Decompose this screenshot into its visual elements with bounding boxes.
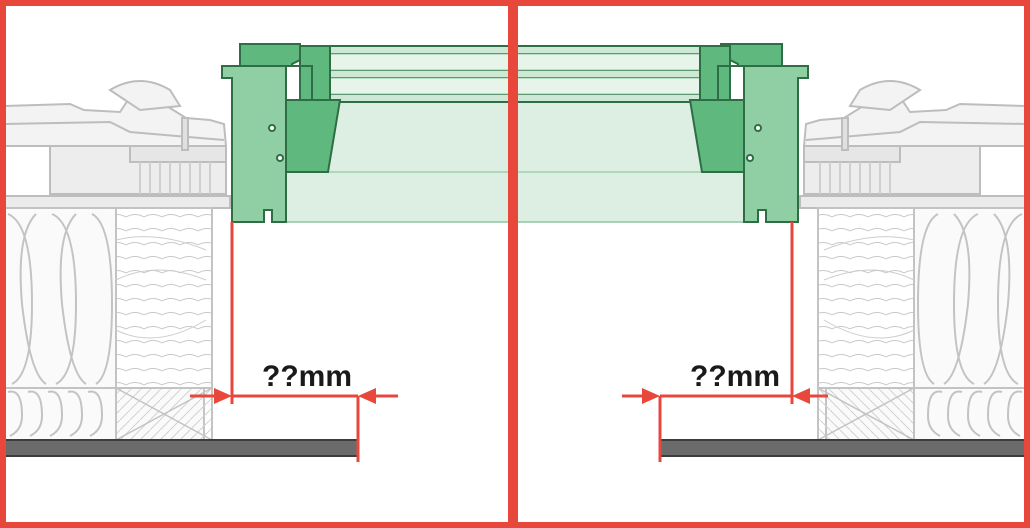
arrow-right-b xyxy=(792,388,810,404)
left-roof-buildup xyxy=(3,80,359,457)
rafter-timber-right xyxy=(817,207,915,441)
dimension-left xyxy=(190,222,398,462)
arrow-left-b xyxy=(358,388,376,404)
timber-batten-right xyxy=(799,195,1027,209)
dimension-right xyxy=(622,222,828,462)
dimension-label-right: ??mm xyxy=(690,360,780,393)
roof-window-frame-left xyxy=(221,43,342,223)
plasterboard-lining-left xyxy=(3,439,359,457)
right-frame-border xyxy=(512,0,1030,528)
roof-window-frame-right xyxy=(688,43,809,223)
fixing-rail-right xyxy=(803,117,981,195)
roof-tiles-left xyxy=(3,80,228,147)
roof-tiles-right xyxy=(802,80,1027,147)
dimension-label-left: ??mm xyxy=(262,360,352,393)
left-frame-border xyxy=(0,0,514,528)
arrow-left-a xyxy=(214,388,232,404)
rafter-timber-left xyxy=(115,207,213,441)
right-roof-buildup xyxy=(659,80,1027,457)
arrow-right-a xyxy=(642,388,660,404)
fixing-rail-left xyxy=(49,117,227,195)
timber-batten-left xyxy=(3,195,231,209)
plasterboard-lining-right xyxy=(659,439,1027,457)
